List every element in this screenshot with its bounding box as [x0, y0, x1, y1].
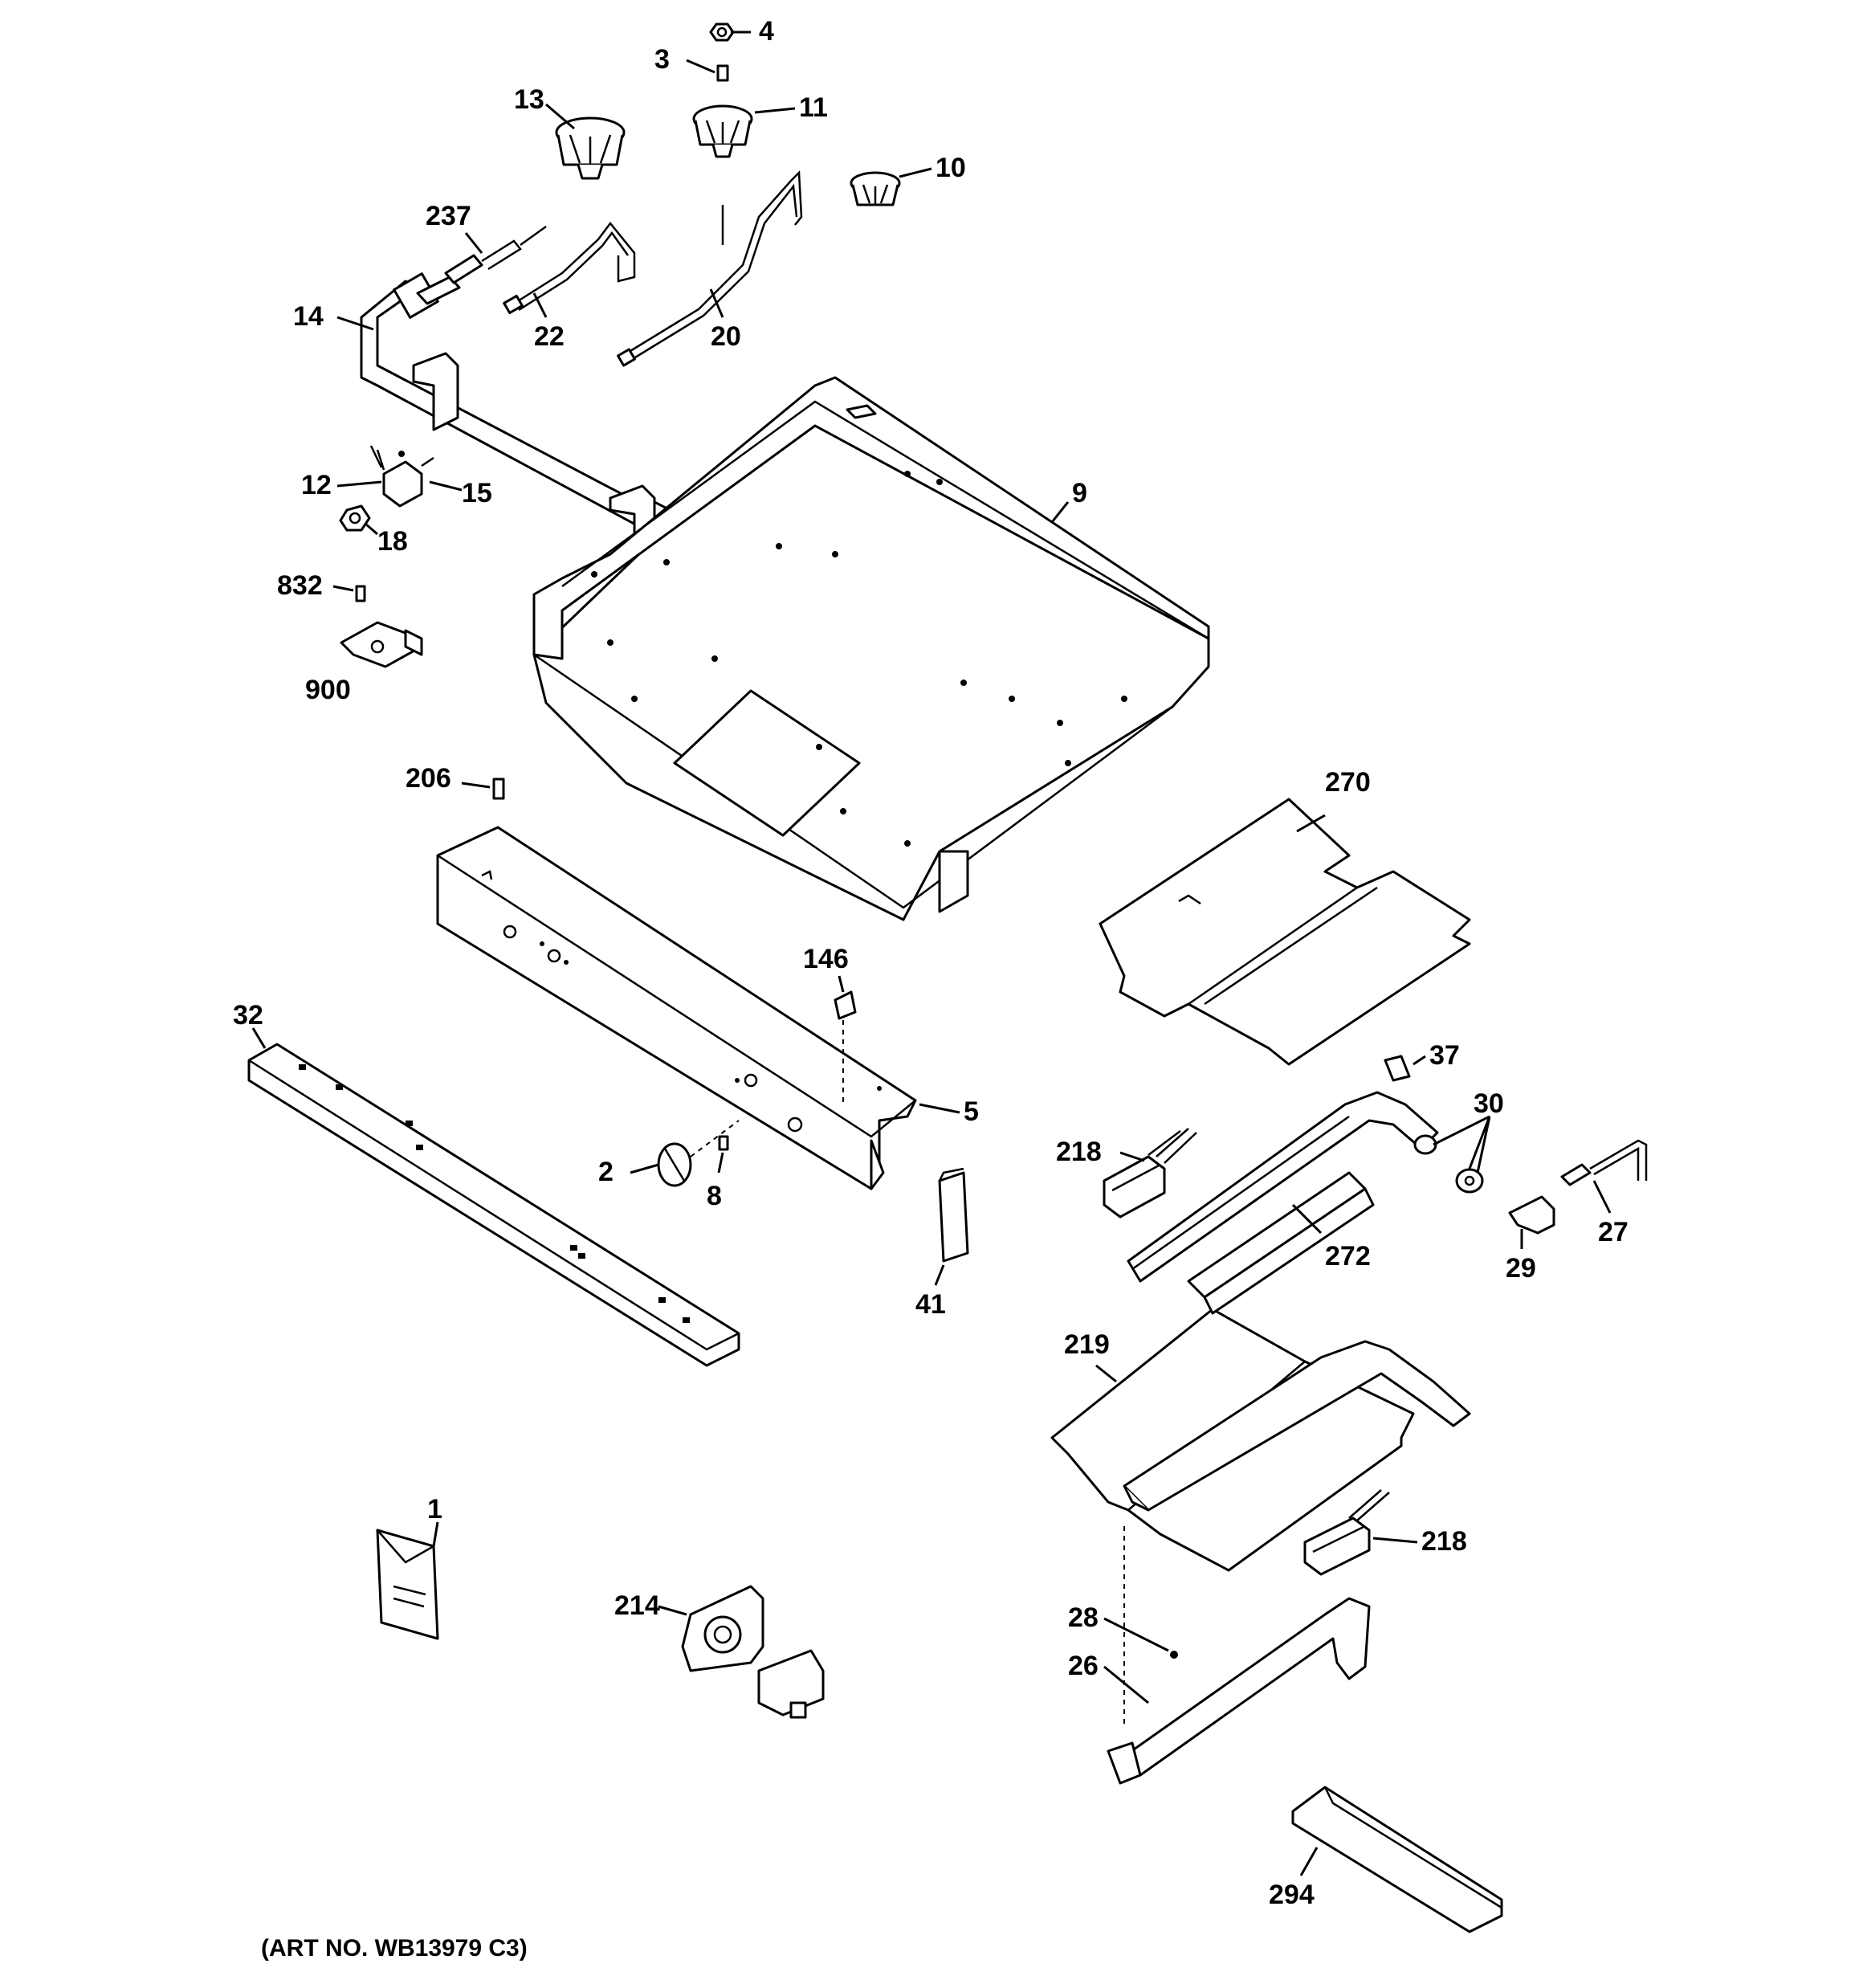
callout-294: 294 [1269, 1880, 1315, 1910]
bake-burner-26 [1107, 1597, 1371, 1785]
screw-28 [1123, 1526, 1178, 1727]
end-cap-41 [938, 1167, 969, 1263]
screw-8 [718, 1135, 729, 1151]
callout-labels: 4 3 13 11 10 237 14 22 20 12 15 18 9 832… [233, 16, 1629, 1910]
callout-32: 32 [233, 1000, 263, 1031]
callout-270: 270 [1325, 767, 1371, 798]
callout-272: 272 [1325, 1241, 1371, 1272]
callout-37: 37 [1429, 1040, 1460, 1071]
manifold-bracket-left [412, 352, 459, 431]
bracket-900 [340, 621, 423, 668]
igniter-218-upper [1103, 1128, 1197, 1219]
callout-218-lower: 218 [1421, 1526, 1467, 1557]
callout-41: 41 [915, 1289, 946, 1320]
control-panel-5 [436, 826, 917, 1190]
valve-214 [681, 1585, 825, 1719]
callout-12: 12 [301, 470, 332, 500]
burner-tube-22 [503, 221, 636, 315]
burner-head-3-screw [716, 64, 729, 82]
knob-2 [657, 1120, 740, 1187]
callout-237: 237 [426, 201, 471, 231]
screw-832 [355, 585, 366, 602]
callout-832: 832 [277, 570, 323, 601]
nut-18 [339, 504, 371, 532]
burner-box-9 [532, 376, 1210, 921]
callout-11: 11 [799, 92, 828, 123]
clip-146 [834, 990, 857, 1104]
callout-15: 15 [462, 478, 492, 508]
callout-206: 206 [406, 763, 451, 794]
screw-206 [492, 778, 505, 800]
callout-219: 219 [1064, 1329, 1110, 1360]
literature-1 [376, 1529, 439, 1640]
valve-12-15 [369, 445, 434, 508]
callout-13: 13 [514, 84, 544, 115]
callout-214: 214 [614, 1590, 660, 1621]
callout-9: 9 [1072, 478, 1087, 508]
fitting-27 [1560, 1139, 1648, 1186]
burner-head-10 [850, 171, 901, 206]
burner-head-4-nut [709, 22, 735, 42]
callout-900: 900 [305, 675, 351, 705]
bracket-294 [1291, 1786, 1503, 1933]
igniter-218-lower [1303, 1489, 1390, 1576]
callout-1: 1 [427, 1494, 442, 1525]
bracket-37 [1384, 1055, 1411, 1082]
fitting-237 [444, 225, 547, 284]
trim-strip-32 [247, 1043, 740, 1367]
callout-29: 29 [1506, 1253, 1536, 1284]
orifice-30-b [1455, 1168, 1484, 1194]
callout-2: 2 [598, 1157, 614, 1187]
callout-8: 8 [707, 1181, 722, 1211]
callout-18: 18 [377, 526, 408, 557]
callout-10: 10 [936, 153, 966, 183]
callout-28: 28 [1068, 1602, 1099, 1633]
callout-20: 20 [711, 321, 741, 352]
callout-30: 30 [1474, 1088, 1504, 1119]
bake-burner-272 [1123, 1340, 1471, 1512]
callout-5: 5 [964, 1096, 979, 1127]
broiler-shield-270 [1099, 798, 1471, 1066]
burner-head-13 [555, 116, 626, 180]
leader-lines [251, 31, 1612, 1876]
callout-22: 22 [534, 321, 565, 352]
callout-3: 3 [654, 44, 670, 75]
callout-4: 4 [759, 16, 774, 47]
art-number: (ART NO. WB13979 C3) [261, 1935, 528, 1961]
callout-14: 14 [293, 301, 324, 332]
callout-218-upper: 218 [1056, 1137, 1102, 1167]
callout-146: 146 [803, 944, 849, 974]
burner-head-11 [692, 104, 753, 158]
callout-26: 26 [1068, 1651, 1099, 1681]
elbow-29 [1508, 1195, 1555, 1235]
burner-tube-20 [617, 170, 803, 367]
callout-27: 27 [1598, 1217, 1629, 1247]
orifice-30-a [1413, 1134, 1437, 1155]
